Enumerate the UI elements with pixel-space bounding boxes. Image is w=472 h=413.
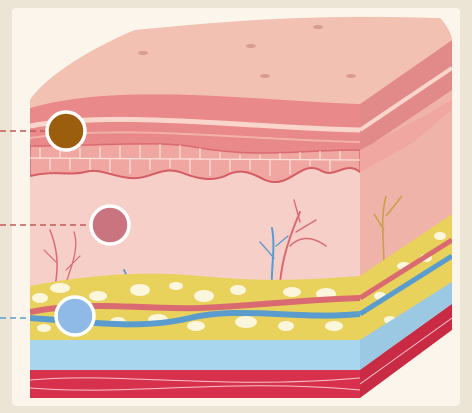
marker-epidermis[interactable] bbox=[47, 112, 85, 150]
fascia-layer bbox=[30, 340, 360, 370]
marker-dermis[interactable] bbox=[91, 206, 129, 244]
marker-subcutaneous[interactable] bbox=[56, 297, 94, 335]
muscle-layer bbox=[30, 370, 360, 400]
